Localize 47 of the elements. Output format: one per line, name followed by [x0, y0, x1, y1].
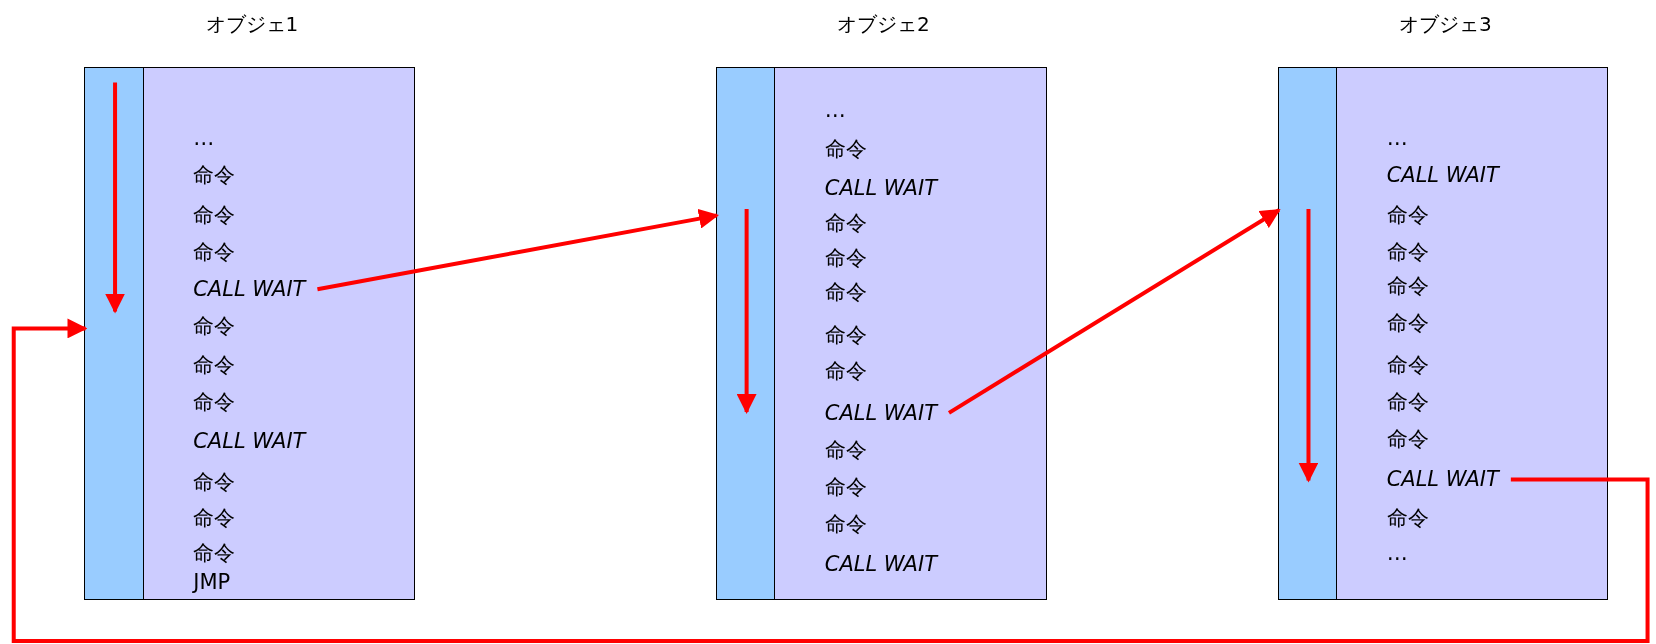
instruction-text: 命令	[1386, 390, 1429, 415]
instruction-text: 命令	[193, 314, 236, 339]
instruction-text: CALL WAIT	[824, 175, 937, 200]
instruction-text: 命令	[193, 390, 236, 415]
instruction-text: 命令	[193, 541, 236, 566]
instruction-text: CALL WAIT	[824, 551, 937, 576]
instruction-text: 命令	[824, 210, 867, 235]
instruction-text: …	[1386, 126, 1408, 151]
instruction-text: …	[193, 126, 215, 151]
instruction-text: …	[824, 97, 846, 122]
instruction-text: 命令	[193, 203, 236, 228]
instruction-text: 命令	[824, 437, 867, 462]
instruction-text: 命令	[1386, 274, 1429, 299]
stack-bar	[717, 67, 776, 599]
instruction-text: 命令	[193, 240, 236, 265]
arrow	[11, 318, 1650, 644]
instruction-text: …	[1386, 541, 1408, 566]
instruction-text: 命令	[824, 474, 867, 499]
instruction-text: CALL WAIT	[1386, 467, 1499, 492]
instruction-text: 命令	[824, 511, 867, 536]
stack-bar	[85, 67, 144, 599]
instruction-text: CALL WAIT	[193, 429, 306, 454]
arrow	[947, 208, 1281, 415]
instruction-text: 命令	[193, 163, 236, 188]
instruction-text: 命令	[1386, 427, 1429, 452]
instruction-text: 命令	[1386, 311, 1429, 336]
instruction-text: 命令	[824, 245, 867, 270]
instruction-text: 命令	[1386, 353, 1429, 378]
instruction-text: 命令	[1386, 203, 1429, 228]
stack-bar	[1278, 67, 1337, 599]
instruction-text: 命令	[1386, 240, 1429, 265]
instruction-text: 命令	[1386, 506, 1429, 531]
instruction-text: 命令	[193, 506, 236, 531]
instruction-text: CALL WAIT	[824, 400, 937, 425]
instruction-text: CALL WAIT	[193, 277, 306, 302]
instruction-text: JMP	[193, 569, 231, 594]
arrow	[317, 208, 719, 292]
instruction-text: 命令	[193, 353, 236, 378]
instruction-text: 命令	[193, 469, 236, 494]
instruction-text: 命令	[824, 136, 867, 161]
object-title: オブジェ3	[1398, 10, 1492, 38]
instruction-text: 命令	[824, 280, 867, 305]
instruction-text: CALL WAIT	[1386, 163, 1499, 188]
object-title: オブジェ2	[837, 10, 930, 38]
instruction-text: 命令	[824, 358, 867, 383]
object-title: オブジェ1	[205, 10, 299, 38]
instruction-text: 命令	[824, 322, 867, 347]
